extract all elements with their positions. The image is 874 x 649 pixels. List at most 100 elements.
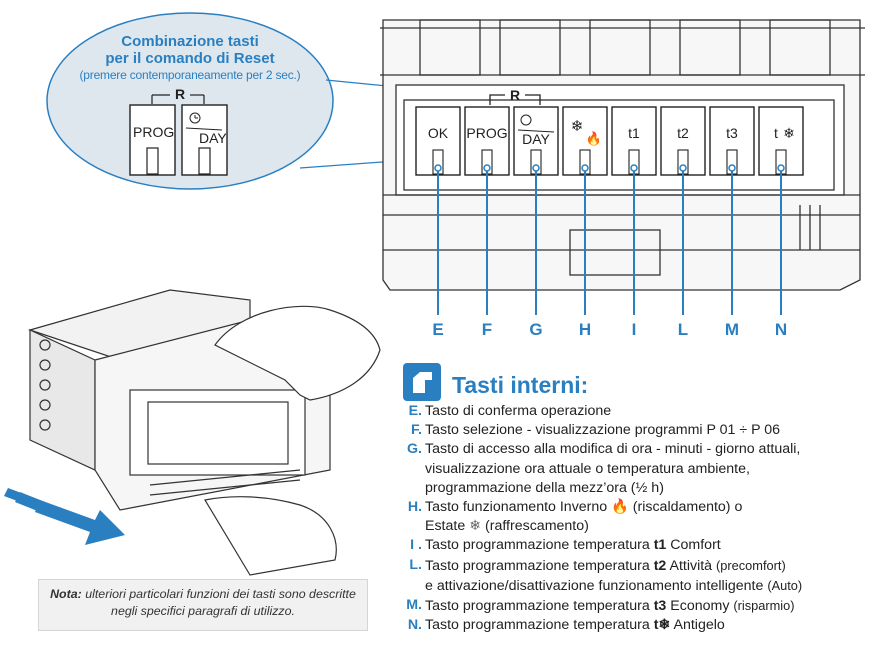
leader-dot bbox=[777, 164, 785, 172]
legend-key: I . bbox=[410, 537, 422, 554]
flame-icon: 🔥 bbox=[586, 131, 602, 146]
legend-text: Tasto programmazione temperatura t2 Atti… bbox=[425, 556, 870, 596]
callout-subtitle: (premere contemporaneamente per 2 sec.) bbox=[79, 68, 301, 82]
legend-key: L. bbox=[409, 556, 422, 573]
legend-key: H. bbox=[407, 499, 422, 516]
panel-key-label: t1 bbox=[628, 125, 640, 141]
legend-key: G. bbox=[407, 441, 422, 458]
key-letter-m: M bbox=[724, 320, 740, 339]
legend-line: e attivazione/disattivazione funzionamen… bbox=[425, 577, 764, 594]
panel-key-f: PROG bbox=[464, 106, 510, 176]
legend-key: N. bbox=[407, 617, 422, 634]
thermostat-3d-view bbox=[27, 289, 381, 576]
panel-key-label: t3 bbox=[726, 125, 738, 141]
callout-reset-label: R bbox=[175, 86, 185, 102]
legend-line: Attività bbox=[669, 557, 713, 574]
legend-row-n: N. Tasto programmazione temperatura t❄ A… bbox=[400, 616, 870, 635]
section-title: Tasti interni: bbox=[452, 372, 589, 398]
legend-line: (riscaldamento) o bbox=[632, 499, 743, 516]
panel-key-label: OK bbox=[428, 125, 449, 141]
callout-key-day: DAY bbox=[199, 130, 227, 146]
hand-pointer-icon bbox=[403, 363, 441, 401]
legend-line: Tasto programmazione temperatura bbox=[425, 557, 650, 574]
legend-text: Tasto selezione - visualizzazione progra… bbox=[425, 422, 781, 439]
snowflake-flame-icon: ❄ bbox=[571, 118, 584, 135]
legend-bold: t3 bbox=[653, 598, 667, 615]
legend-bold: t2 bbox=[653, 557, 667, 574]
legend-line: Tasto programmazione temperatura bbox=[425, 537, 650, 554]
callout-title-line2: per il comando di Reset bbox=[105, 50, 275, 67]
legend-line: Antigelo bbox=[673, 617, 725, 634]
panel-key-label: t bbox=[774, 125, 778, 141]
legend-text: Tasto programmazione temperatura t3 Econ… bbox=[425, 596, 870, 616]
panel-reset-bracket bbox=[489, 94, 541, 105]
legend-row-f: F. Tasto selezione - visualizzazione pro… bbox=[400, 421, 870, 440]
slide-out-arrow bbox=[4, 488, 125, 545]
legend-line: (precomfort) bbox=[716, 557, 786, 573]
legend-key: F. bbox=[410, 422, 422, 439]
panel-key-label: PROG bbox=[466, 125, 507, 141]
legend-bold: t bbox=[653, 617, 659, 634]
leader-dot bbox=[679, 164, 687, 172]
legend-line: Tasto programmazione temperatura bbox=[425, 598, 650, 615]
panel-reset-label: R bbox=[510, 87, 520, 103]
legend-line: Tasto programmazione temperatura bbox=[425, 617, 650, 634]
note-box: Nota: ulteriori particolari funzioni dei… bbox=[38, 579, 368, 631]
legend-line: programmazione della mezz’ora (½ h) bbox=[425, 479, 664, 496]
key-letter-g: G bbox=[529, 320, 543, 339]
leader-dot bbox=[728, 164, 736, 172]
legend-line: Estate bbox=[425, 518, 466, 535]
legend-line: Economy bbox=[670, 598, 730, 615]
legend-line: (raffrescamento) bbox=[485, 518, 589, 535]
legend-key: M. bbox=[406, 597, 422, 614]
key-letter-l: L bbox=[677, 320, 689, 339]
leader-dot bbox=[630, 164, 638, 172]
clock-icon bbox=[520, 114, 532, 126]
key-letter-n: N bbox=[774, 320, 788, 339]
clock-icon bbox=[189, 112, 201, 124]
reset-callout-bubble: R PROG DAY bbox=[46, 12, 521, 190]
key-letter-i: I bbox=[631, 320, 637, 339]
legend-line: visualizzazione ora attuale o temperatur… bbox=[425, 460, 750, 477]
legend-text: Tasto programmazione temperatura t1 Comf… bbox=[425, 536, 870, 555]
legend-line: (Auto) bbox=[767, 577, 803, 593]
legend-text: Tasto programmazione temperatura t❄ Anti… bbox=[425, 616, 870, 635]
legend-row-m: M. Tasto programmazione temperatura t3 E… bbox=[400, 596, 870, 616]
leader-dot bbox=[483, 164, 491, 172]
callout-key-prog: PROG bbox=[133, 124, 174, 140]
panel-key-n: t❄ bbox=[758, 106, 804, 176]
panel-key-h: ❄🔥 bbox=[562, 106, 608, 176]
legend-line: Tasto di accesso alla modifica di ora - … bbox=[425, 441, 801, 458]
key-letter-e: E bbox=[432, 320, 444, 339]
legend-bold: t1 bbox=[653, 537, 667, 554]
snowflake-icon: ❄ bbox=[783, 125, 795, 141]
legend-line: Tasto funzionamento Inverno bbox=[425, 499, 608, 516]
callout-title-line1: Combinazione tasti bbox=[121, 33, 259, 50]
legend-row-g: G. Tasto di accesso alla modifica di ora… bbox=[400, 440, 870, 498]
panel-key-l: t2 bbox=[660, 106, 706, 176]
panel-key-e: OK bbox=[415, 106, 461, 176]
snowflake-icon: ❄ bbox=[658, 617, 671, 634]
flame-icon: 🔥 bbox=[611, 499, 629, 516]
legend-text: Tasto funzionamento Inverno 🔥 (riscaldam… bbox=[425, 498, 870, 536]
legend-row-i: I . Tasto programmazione temperatura t1 … bbox=[400, 536, 870, 555]
note-text: ulteriori particolari funzioni dei tasti… bbox=[85, 587, 356, 618]
legend-text: Tasto di accesso alla modifica di ora - … bbox=[425, 440, 870, 498]
leader-dot bbox=[434, 164, 442, 172]
legend-line: Comfort bbox=[670, 537, 721, 554]
legend-row-h: H. Tasto funzionamento Inverno 🔥 (riscal… bbox=[400, 498, 870, 536]
callout-title: Combinazione tasti per il comando di Res… bbox=[60, 33, 320, 67]
key-letter-f: F bbox=[481, 320, 493, 339]
panel-key-label: t2 bbox=[677, 125, 689, 141]
leader-dot bbox=[532, 164, 540, 172]
legend-line: (risparmio) bbox=[733, 598, 795, 614]
snowflake-icon: ❄ bbox=[469, 518, 482, 535]
legend-text: Tasto di conferma operazione bbox=[425, 403, 612, 419]
leader-dot bbox=[581, 164, 589, 172]
legend-row-e: E. Tasto di conferma operazione bbox=[400, 402, 870, 421]
leader-lines bbox=[434, 164, 785, 315]
key-letter-h: H bbox=[578, 320, 592, 339]
panel-key-m: t3 bbox=[709, 106, 755, 176]
